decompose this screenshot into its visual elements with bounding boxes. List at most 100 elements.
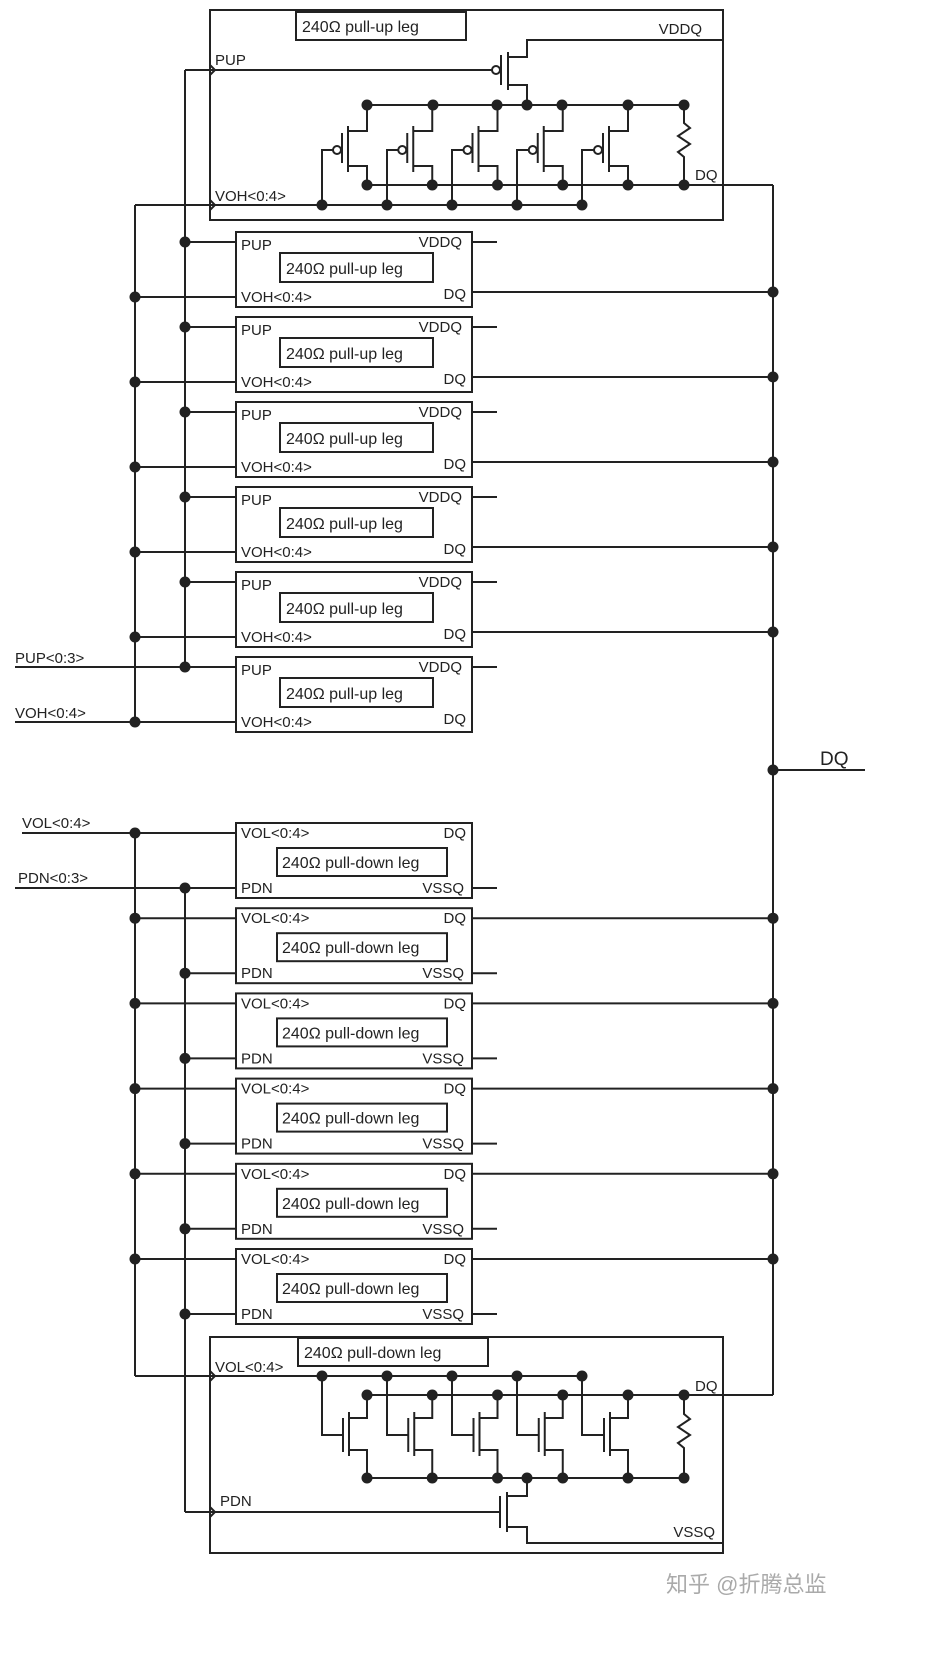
voh-port-label: VOH<0:4> xyxy=(241,629,312,646)
pmos-source xyxy=(609,165,629,185)
dq-port-label: DQ xyxy=(444,910,467,927)
dq-port-label: DQ xyxy=(444,541,467,558)
port-arrow xyxy=(209,64,217,76)
vssq-wire xyxy=(507,1526,723,1544)
pulldown-leg-label-box xyxy=(276,847,448,877)
junction-dot xyxy=(361,1389,373,1401)
vol-input-label: VOL<0:4> xyxy=(22,815,91,832)
vol-port-label: VOL<0:4> xyxy=(241,1166,310,1183)
pmos-gate-bubble xyxy=(527,145,538,155)
nmos-gate-wire xyxy=(581,1376,604,1436)
pullup-leg-label: 240Ω pull-up leg xyxy=(286,601,403,618)
junction-dot xyxy=(767,764,779,776)
junction-dot xyxy=(767,912,779,924)
pulldown-leg-label-box xyxy=(276,1187,448,1218)
pdn-port-label: PDN xyxy=(241,880,273,897)
dq-port-label: DQ xyxy=(695,167,718,184)
pulldown-leg-label-box xyxy=(276,1017,448,1048)
dq-port-label: DQ xyxy=(444,286,467,303)
pdn-port-label: PDN xyxy=(241,1306,273,1323)
junction-dot xyxy=(521,99,533,111)
dq-output-label: DQ xyxy=(820,749,849,770)
junction-dot xyxy=(179,491,191,503)
pdn-port-label: PDN xyxy=(241,1221,273,1238)
junction-dot xyxy=(179,661,191,673)
nmos-drain xyxy=(414,1395,434,1419)
voh-port-label: VOH<0:4> xyxy=(241,374,312,391)
pmos-gate-wire xyxy=(581,149,594,205)
junction-dot xyxy=(622,1472,634,1484)
junction-dot xyxy=(129,291,141,303)
pulldown-leg-label: 240Ω pull-down leg xyxy=(282,1111,419,1128)
pullup-detail-box xyxy=(209,9,724,221)
vddq-label: VDDQ xyxy=(419,234,462,251)
pulldown-detail-label-box xyxy=(297,1337,489,1367)
junction-dot xyxy=(492,1389,503,1401)
port-arrow xyxy=(209,199,217,211)
dq-port-label: DQ xyxy=(444,711,467,728)
vol-port-label: VOL<0:4> xyxy=(241,825,310,842)
voh-port-label: VOH<0:4> xyxy=(241,289,312,306)
nmos-gate-wire xyxy=(386,1376,409,1436)
pmos-drain xyxy=(543,105,564,132)
source-wire xyxy=(508,84,528,105)
vol-port-label: VOL<0:4> xyxy=(215,1359,284,1376)
junction-dot xyxy=(622,1389,634,1401)
port-arrow xyxy=(209,1370,217,1382)
resistor xyxy=(676,105,692,185)
dq-port-label: DQ xyxy=(444,1251,467,1268)
pdn-port-label: PDN xyxy=(241,1050,273,1067)
junction-dot xyxy=(129,461,141,473)
pdn-port-label: PDN xyxy=(241,965,273,982)
gate-bubble xyxy=(491,65,501,75)
junction-dot xyxy=(179,576,191,588)
vddq-label: VDDQ xyxy=(419,574,462,591)
pullup-leg-label-box xyxy=(279,252,434,283)
pmos-drain xyxy=(413,105,434,132)
resistor xyxy=(676,1395,692,1478)
nmos-drain xyxy=(349,1395,368,1419)
junction-dot xyxy=(179,406,191,418)
nmos-source xyxy=(610,1449,629,1478)
pmos-gate-bubble xyxy=(332,145,342,155)
junction-dot xyxy=(129,827,141,839)
pulldown-leg-label: 240Ω pull-down leg xyxy=(282,1196,419,1213)
pullup-leg-label-box xyxy=(279,337,434,368)
vol-port-label: VOL<0:4> xyxy=(241,1251,310,1268)
pup-port-label: PUP xyxy=(241,407,272,424)
pullup-leg-label-box xyxy=(279,507,434,538)
junction-dot xyxy=(179,1138,191,1150)
pmos-drain xyxy=(478,105,499,132)
pup-port-label: PUP xyxy=(241,577,272,594)
nmos-drain xyxy=(610,1395,629,1419)
pup-port-label: PUP xyxy=(215,52,246,69)
pulldown-leg-label: 240Ω pull-down leg xyxy=(282,1281,419,1298)
pullup-leg-label-box xyxy=(279,422,434,453)
pmos-drain xyxy=(348,105,368,132)
dq-port-label: DQ xyxy=(444,626,467,643)
pullup-detail-label-box xyxy=(295,11,467,41)
voh-input-label: VOH<0:4> xyxy=(15,705,86,722)
junction-dot xyxy=(767,1253,779,1265)
pmos-gate-wire xyxy=(451,149,464,205)
vol-port-label: VOL<0:4> xyxy=(241,910,310,927)
vssq-label: VSSQ xyxy=(422,880,464,897)
pmos-source xyxy=(348,165,368,185)
nmos-source xyxy=(349,1449,368,1478)
pup-port-label: PUP xyxy=(241,237,272,254)
junction-dot xyxy=(129,716,141,728)
junction-dot xyxy=(179,1052,191,1064)
pulldown-detail-box xyxy=(209,1336,724,1554)
junction-dot xyxy=(426,1472,438,1484)
junction-dot xyxy=(129,631,141,643)
junction-dot xyxy=(179,1223,191,1235)
junction-dot xyxy=(129,997,141,1009)
vddq-label: VDDQ xyxy=(419,659,462,676)
vol-port-label: VOL<0:4> xyxy=(241,995,310,1012)
junction-dot xyxy=(179,882,191,894)
vddq-wire xyxy=(508,39,723,58)
nmos-gate-wire xyxy=(516,1376,539,1436)
junction-dot xyxy=(767,1168,779,1180)
pullup-leg-label: 240Ω pull-up leg xyxy=(286,516,403,533)
